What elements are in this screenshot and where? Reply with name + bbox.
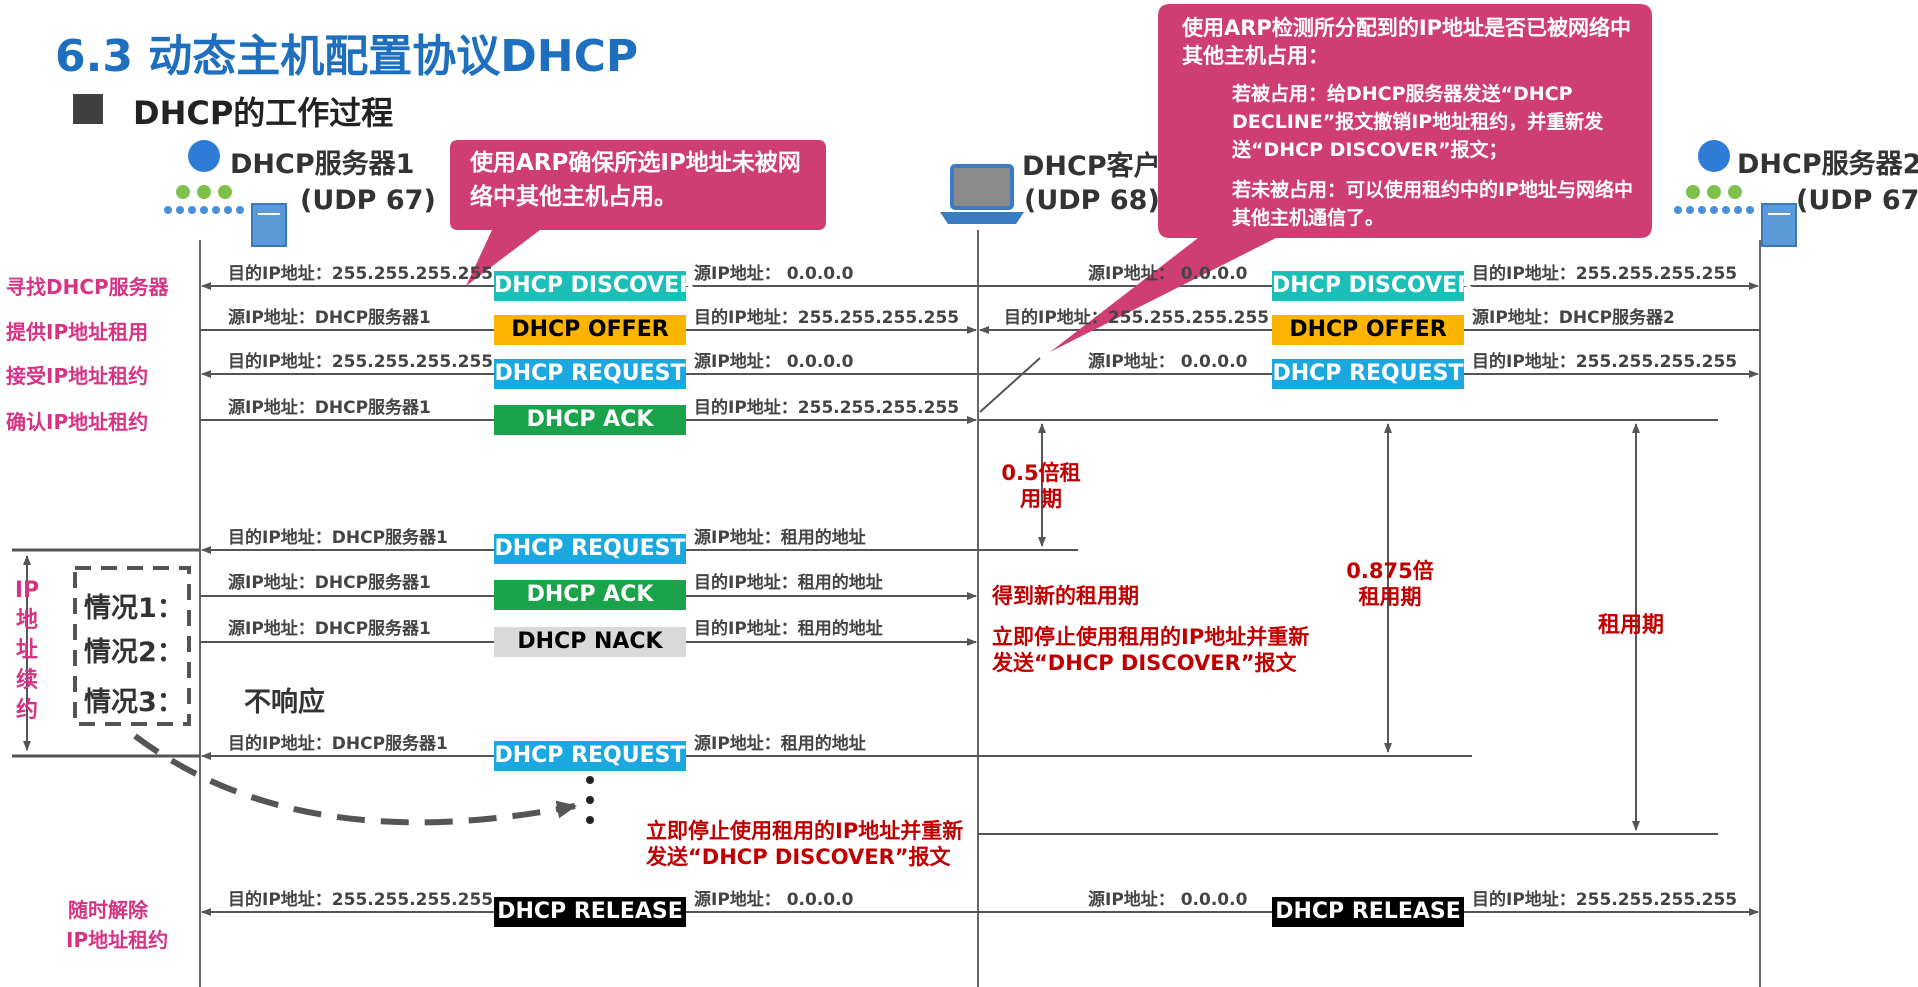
addr-label: 源IP地址：租用的地址: [694, 528, 866, 548]
addr-label: 目的IP地址：255.255.255.255: [1472, 264, 1738, 284]
callout-right: [1050, 4, 1652, 352]
msg-request-2: DHCP REQUEST: [1272, 359, 1464, 389]
callout-left: [450, 140, 826, 286]
bullet-square: [73, 94, 103, 124]
callout-right-free: 若未被占用：可以使用租约中的IP地址与网络中其他主机通信了。: [1232, 179, 1633, 229]
case-1: 情况1：: [84, 593, 184, 624]
msg-request-1: DHCP REQUEST: [494, 359, 686, 389]
addr-label: 源IP地址： 0.0.0.0: [694, 264, 854, 284]
page-subtitle: DHCP的工作过程: [133, 94, 394, 132]
side-label-request: 接受IP地址租约: [6, 364, 149, 388]
addr-label: 目的IP地址：255.255.255.255: [1472, 890, 1738, 910]
side-label-offer: 提供IP地址租用: [6, 320, 149, 344]
msg-offer-1: DHCP OFFER: [494, 315, 686, 345]
addr-label: 源IP地址： 0.0.0.0: [694, 352, 854, 372]
addr-label: 源IP地址：DHCP服务器1: [228, 619, 431, 639]
side-label-ack: 确认IP地址租约: [6, 410, 149, 434]
addr-label: 目的IP地址：255.255.255.255: [228, 890, 494, 910]
msg-request-rebind: DHCP REQUEST: [494, 741, 686, 771]
addr-label: 目的IP地址：租用的地址: [694, 619, 883, 639]
addr-label: 目的IP地址：DHCP服务器1: [228, 734, 448, 754]
msg-offer-2: DHCP OFFER: [1272, 315, 1464, 345]
msg-request-renew: DHCP REQUEST: [494, 534, 686, 564]
result-new-lease: 得到新的租用期: [992, 584, 1139, 608]
server-icon: [164, 140, 287, 247]
callout-left-text: 使用ARP确保所选IP地址未被网络中其他主机占用。: [470, 150, 801, 210]
addr-label: 目的IP地址：255.255.255.255: [1004, 308, 1270, 328]
client-port: (UDP 68): [1024, 185, 1160, 216]
side-label-renewal: IP地址续约: [14, 578, 40, 723]
result-stop-2: 立即停止使用租用的IP地址并重新发送“DHCP DISCOVER”报文: [646, 819, 964, 869]
lease-seven-eighths-label: 0.875倍租用期: [1346, 559, 1434, 609]
addr-label: 源IP地址： 0.0.0.0: [1088, 264, 1248, 284]
client-name: DHCP客户: [1022, 151, 1161, 182]
addr-label: 目的IP地址：255.255.255.255: [1472, 352, 1738, 372]
addr-label: 源IP地址： 0.0.0.0: [694, 890, 854, 910]
page-title: 6.3 动态主机配置协议DHCP: [55, 31, 639, 82]
server2-port: (UDP 67): [1796, 185, 1918, 216]
addr-label: 源IP地址：租用的地址: [694, 734, 866, 754]
addr-label: 目的IP地址：255.255.255.255: [228, 264, 494, 284]
side-label-discover: 寻找DHCP服务器: [6, 275, 169, 299]
lease-half-label: 0.5倍租用期: [1001, 461, 1081, 511]
msg-ack-renew: DHCP ACK: [494, 580, 686, 610]
addr-label: 目的IP地址：255.255.255.255: [694, 398, 960, 418]
addr-label: 目的IP地址：255.255.255.255: [694, 308, 960, 328]
callout-right-heading: 使用ARP检测所分配到的IP地址是否已被网络中其他主机占用：: [1182, 16, 1632, 68]
msg-discover-2: DHCP DISCOVER: [1272, 271, 1474, 301]
case-3: 情况3：: [84, 687, 184, 718]
server-icon: [1674, 140, 1797, 247]
addr-label: 源IP地址：DHCP服务器1: [228, 573, 431, 593]
server2-name: DHCP服务器2: [1737, 149, 1918, 180]
no-response-label: 不响应: [244, 687, 325, 718]
case-2: 情况2：: [84, 637, 184, 668]
server1-port: (UDP 67): [300, 185, 436, 216]
msg-ack-1: DHCP ACK: [494, 405, 686, 435]
addr-label: 源IP地址： 0.0.0.0: [1088, 890, 1248, 910]
msg-discover-1: DHCP DISCOVER: [494, 271, 696, 301]
result-stop-1: 立即停止使用租用的IP地址并重新发送“DHCP DISCOVER”报文: [992, 625, 1310, 675]
addr-label: 源IP地址：DHCP服务器2: [1472, 308, 1675, 328]
addr-label: 目的IP地址：租用的地址: [694, 573, 883, 593]
callout-right-occupied: 若被占用：给DHCP服务器发送“DHCP DECLINE”报文撤销IP地址租约，…: [1232, 83, 1604, 161]
addr-label: 源IP地址： 0.0.0.0: [1088, 352, 1248, 372]
side-label-release-1: 随时解除: [68, 898, 148, 922]
server1-name: DHCP服务器1: [230, 149, 415, 180]
lease-full-label: 租用期: [1598, 613, 1665, 638]
addr-label: 源IP地址：DHCP服务器1: [228, 398, 431, 418]
addr-label: 目的IP地址：255.255.255.255: [228, 352, 494, 372]
msg-nack: DHCP NACK: [494, 627, 686, 657]
laptop-icon: [940, 164, 1024, 224]
addr-label: 目的IP地址：DHCP服务器1: [228, 528, 448, 548]
side-label-release-2: IP地址租约: [66, 928, 169, 952]
addr-label: 源IP地址：DHCP服务器1: [228, 308, 431, 328]
msg-release-2: DHCP RELEASE: [1272, 897, 1464, 927]
msg-release-1: DHCP RELEASE: [494, 897, 686, 927]
